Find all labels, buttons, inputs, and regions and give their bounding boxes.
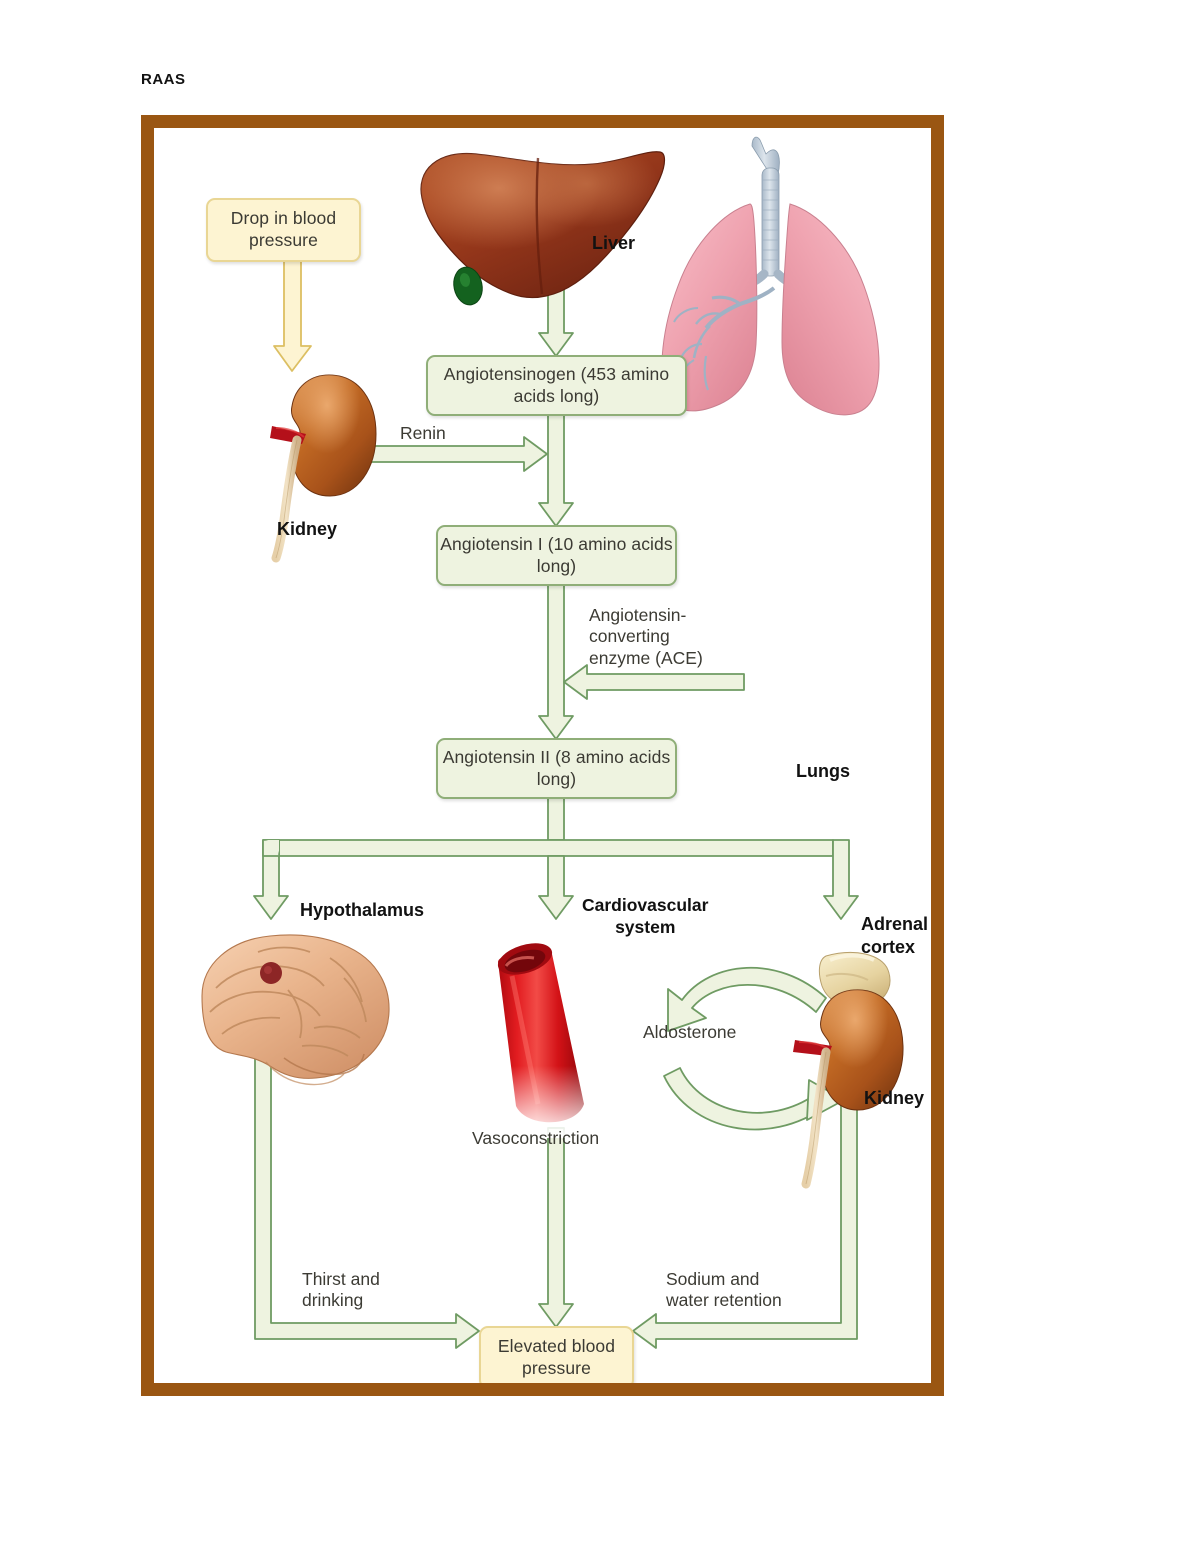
diagram-canvas: Drop in blood pressure Angiotensinogen (…: [154, 128, 931, 1383]
label-aldosterone: Aldosterone: [643, 1022, 737, 1042]
lungs-illustration: [661, 136, 880, 416]
box-angiotensin-ii: Angiotensin II (8 amino acids long): [436, 738, 677, 799]
label-kidney-bottom: Kidney: [864, 1088, 925, 1108]
diagram-svg: [201, 136, 904, 1349]
label-kidney-top: Kidney: [277, 519, 338, 539]
label-liver: Liver: [592, 233, 636, 253]
box-angiotensin-i: Angiotensin I (10 amino acids long): [436, 525, 677, 586]
figure-frame: Drop in blood pressure Angiotensinogen (…: [141, 115, 944, 1396]
label-hypothalamus: Hypothalamus: [300, 900, 425, 920]
label-ace: Angiotensin- converting enzyme (ACE): [589, 605, 703, 668]
label-lungs: Lungs: [796, 761, 850, 781]
liver-illustration: [420, 151, 666, 306]
box-drop-in-blood-pressure: Drop in blood pressure: [206, 198, 361, 262]
label-renin: Renin: [400, 423, 446, 443]
label-cardiovascular-system: Cardiovascular system: [582, 895, 709, 937]
blood-vessel-illustration: [484, 943, 604, 1138]
label-sodium-and-water-retention: Sodium and water retention: [666, 1269, 782, 1311]
label-adrenal-cortex: Adrenal cortex: [861, 914, 929, 957]
page-title: RAAS: [141, 71, 186, 88]
brain-illustration: [201, 934, 390, 1086]
label-thirst-and-drinking: Thirst and drinking: [302, 1269, 380, 1311]
label-vasoconstriction: Vasoconstriction: [472, 1128, 600, 1148]
box-angiotensinogen: Angiotensinogen (453 amino acids long): [426, 355, 687, 416]
adrenal-kidney-illustration: [793, 952, 904, 1189]
box-elevated-blood-pressure: Elevated blood pressure: [479, 1326, 634, 1383]
kidney-top-illustration: [270, 374, 377, 563]
